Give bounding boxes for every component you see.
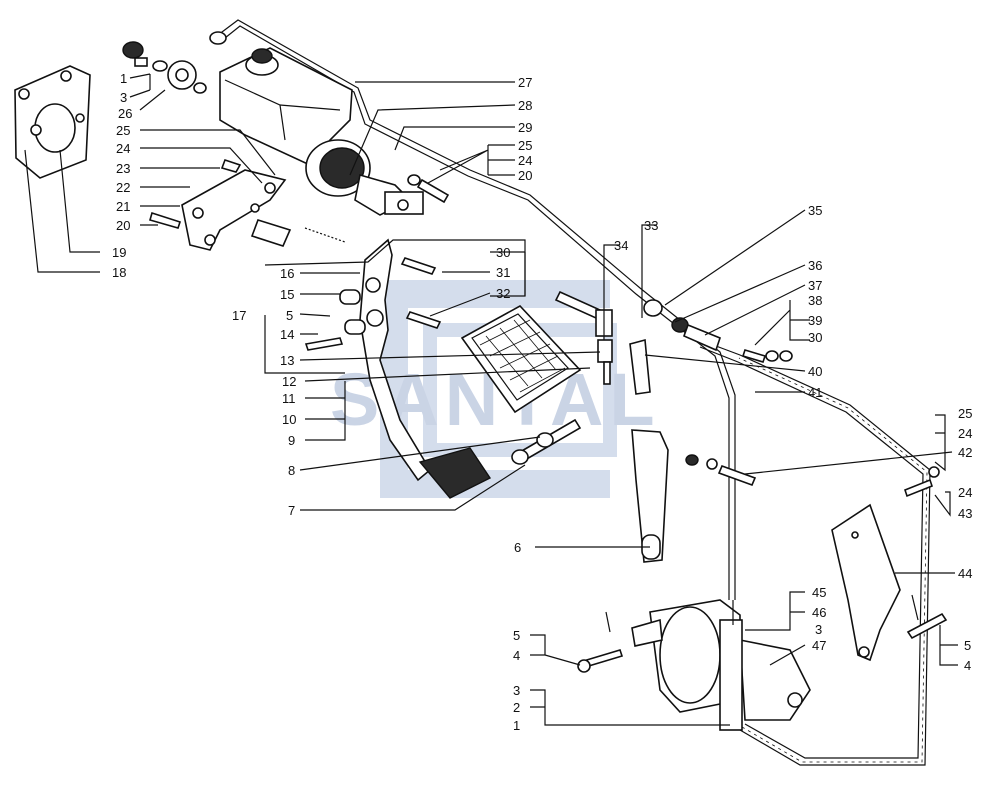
cylinder-bracket [831, 503, 901, 662]
callout-38: 38 [808, 293, 822, 308]
callout-1: 1 [120, 71, 127, 86]
callout-20: 20 [116, 218, 130, 233]
adjusting-rod [511, 418, 582, 465]
callout-40: 40 [808, 364, 822, 379]
callout-41: 41 [808, 385, 822, 400]
callout-26: 26 [118, 106, 132, 121]
callout-28: 28 [518, 98, 532, 113]
callout-43: 43 [958, 506, 972, 521]
callout-30: 30 [808, 330, 822, 345]
callout-31: 31 [496, 265, 510, 280]
callout-39: 39 [808, 313, 822, 328]
hydraulic-pipe-upper [213, 19, 736, 600]
callout-37: 37 [808, 278, 822, 293]
callout-21: 21 [116, 199, 130, 214]
callout-7: 7 [288, 503, 295, 518]
callout-46: 46 [812, 605, 826, 620]
callout-33: 33 [644, 218, 658, 233]
callout-25: 25 [958, 406, 972, 421]
callout-36: 36 [808, 258, 822, 273]
slave-cylinder [631, 599, 811, 731]
mounting-bracket [149, 158, 346, 251]
callout-27: 27 [518, 75, 532, 90]
callout-20: 20 [518, 168, 532, 183]
callout-4: 4 [964, 658, 971, 673]
callout-24: 24 [518, 153, 532, 168]
callout-19: 19 [112, 245, 126, 260]
callout-10: 10 [282, 412, 296, 427]
callout-8: 8 [288, 463, 295, 478]
clevis-pin-left [577, 611, 624, 673]
callout-labels: 1 3 26 25 24 23 22 21 20 19 18 27 28 29 … [112, 71, 972, 733]
callout-24: 24 [116, 141, 130, 156]
callout-11: 11 [282, 391, 296, 406]
callout-45: 45 [812, 585, 826, 600]
callout-44: 44 [958, 566, 972, 581]
callout-25: 25 [116, 123, 130, 138]
callout-1: 1 [513, 718, 520, 733]
callout-5: 5 [286, 308, 293, 323]
pedal-pad [460, 304, 582, 414]
callout-5: 5 [513, 628, 520, 643]
callout-15: 15 [280, 287, 294, 302]
callout-17: 17 [232, 308, 246, 323]
callout-25: 25 [518, 138, 532, 153]
callout-42: 42 [958, 445, 972, 460]
callout-16: 16 [280, 266, 294, 281]
clutch-pedal [304, 238, 492, 499]
callout-24: 24 [958, 485, 972, 500]
callout-3: 3 [815, 622, 822, 637]
callout-9: 9 [288, 433, 295, 448]
banjo-fitting [122, 31, 227, 94]
bolt-set-right [741, 349, 793, 363]
callout-4: 4 [513, 648, 520, 663]
master-cylinder [219, 47, 424, 216]
callout-29: 29 [518, 120, 532, 135]
callout-3: 3 [513, 683, 520, 698]
callout-2: 2 [513, 700, 520, 715]
callout-34: 34 [614, 238, 628, 253]
pipe-fitting [643, 299, 721, 352]
callout-13: 13 [280, 353, 294, 368]
callout-12: 12 [282, 374, 296, 389]
callout-35: 35 [808, 203, 822, 218]
callout-24: 24 [958, 426, 972, 441]
release-lever [631, 429, 669, 563]
clevis-pin-right [906, 594, 948, 640]
bolt-42 [685, 454, 757, 487]
callout-14: 14 [280, 327, 294, 342]
callout-3: 3 [120, 90, 127, 105]
callout-47: 47 [812, 638, 826, 653]
callout-18: 18 [112, 265, 126, 280]
callout-30: 30 [496, 245, 510, 260]
callout-22: 22 [116, 180, 130, 195]
bolt-43 [904, 466, 940, 498]
callout-23: 23 [116, 161, 130, 176]
callout-32: 32 [496, 286, 510, 301]
callout-5: 5 [964, 638, 971, 653]
bolt-set-upper [407, 174, 450, 204]
leader-lines [24, 73, 958, 726]
callout-6: 6 [514, 540, 521, 555]
flange-plate [14, 65, 91, 179]
